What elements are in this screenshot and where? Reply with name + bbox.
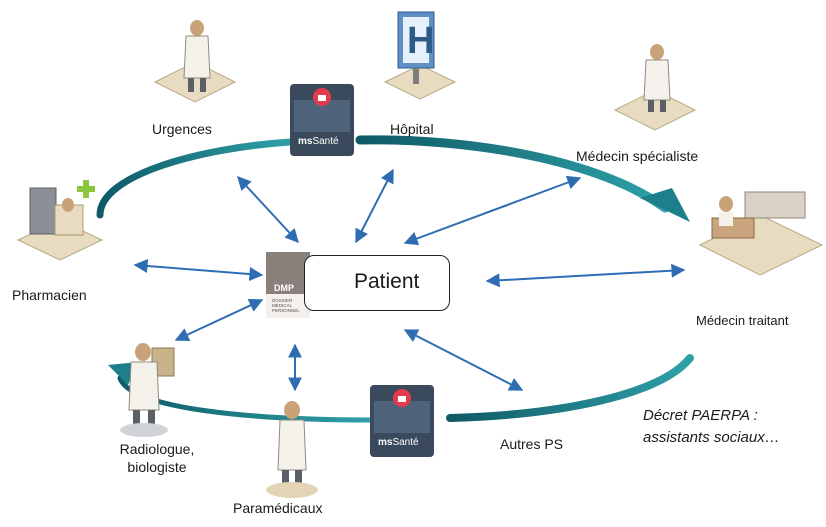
mssante-badge-top bbox=[290, 84, 354, 156]
arrow-urgences bbox=[237, 175, 299, 244]
label-autres-ps: Autres PS bbox=[500, 436, 564, 452]
mssante-top-text: msSanté bbox=[298, 136, 339, 147]
label-radiologue-line2: biologiste bbox=[127, 458, 187, 475]
hospital-sign-letter: H bbox=[407, 20, 435, 62]
actor-specialiste-figure bbox=[643, 44, 671, 112]
doctor-office-figure bbox=[711, 191, 806, 239]
platform-hopital bbox=[383, 64, 457, 100]
label-medecin-specialiste: Médecin spécialiste bbox=[576, 148, 699, 164]
label-paramedicaux: Paramédicaux bbox=[233, 500, 323, 516]
arrow-autres-ps bbox=[403, 329, 524, 391]
mssante-bottom-prefix: ms bbox=[378, 437, 393, 448]
exchange-arrows bbox=[133, 168, 686, 392]
mssante-bottom-text: msSanté bbox=[378, 437, 419, 448]
note-paerpa-line1: Décret PAERPA : bbox=[643, 407, 758, 424]
ring-bottom-right bbox=[446, 354, 694, 422]
patient-label: Patient bbox=[354, 270, 420, 293]
platform-urgences bbox=[153, 61, 237, 103]
arrow-pharmacien bbox=[133, 259, 264, 281]
dmp-subtitle: DOSSIER MÉDICAL PERSONNEL bbox=[272, 298, 300, 313]
note-paerpa-line2: assistants sociaux… bbox=[643, 429, 780, 446]
health-card-text: Vitale bbox=[322, 271, 335, 277]
ring-arrowhead-right bbox=[640, 188, 690, 222]
arrow-hopital bbox=[355, 168, 394, 244]
label-urgences: Urgences bbox=[152, 121, 212, 137]
label-medecin-traitant: Médecin traitant bbox=[696, 313, 789, 328]
platform-specialiste bbox=[613, 89, 697, 131]
ring-top-left bbox=[96, 138, 294, 219]
mssante-bottom-suffix: Santé bbox=[392, 437, 419, 448]
ring-top-right bbox=[355, 135, 670, 213]
arrow-radiologue bbox=[174, 298, 264, 342]
actor-platforms bbox=[16, 61, 824, 276]
mssante-top-suffix: Santé bbox=[312, 136, 339, 147]
arrow-traitant bbox=[485, 263, 686, 288]
label-hopital: Hôpital bbox=[390, 121, 434, 137]
actor-urgences-figure bbox=[183, 20, 211, 92]
label-radiologue: Radiologue, biologiste bbox=[106, 441, 208, 476]
label-radiologue-line1: Radiologue, bbox=[119, 441, 195, 457]
patient-box bbox=[304, 255, 450, 311]
arrow-specialiste bbox=[403, 175, 582, 246]
pharmacy-figure bbox=[29, 180, 95, 236]
mssante-badge-bottom bbox=[370, 385, 434, 457]
mssante-top-prefix: ms bbox=[298, 136, 313, 147]
hospital-sign-figure bbox=[397, 11, 435, 84]
actor-paramedical-figure bbox=[266, 401, 318, 498]
actor-radiologue-figure bbox=[120, 343, 175, 437]
dmp-title: DMP bbox=[274, 283, 294, 293]
label-pharmacien: Pharmacien bbox=[12, 287, 87, 303]
